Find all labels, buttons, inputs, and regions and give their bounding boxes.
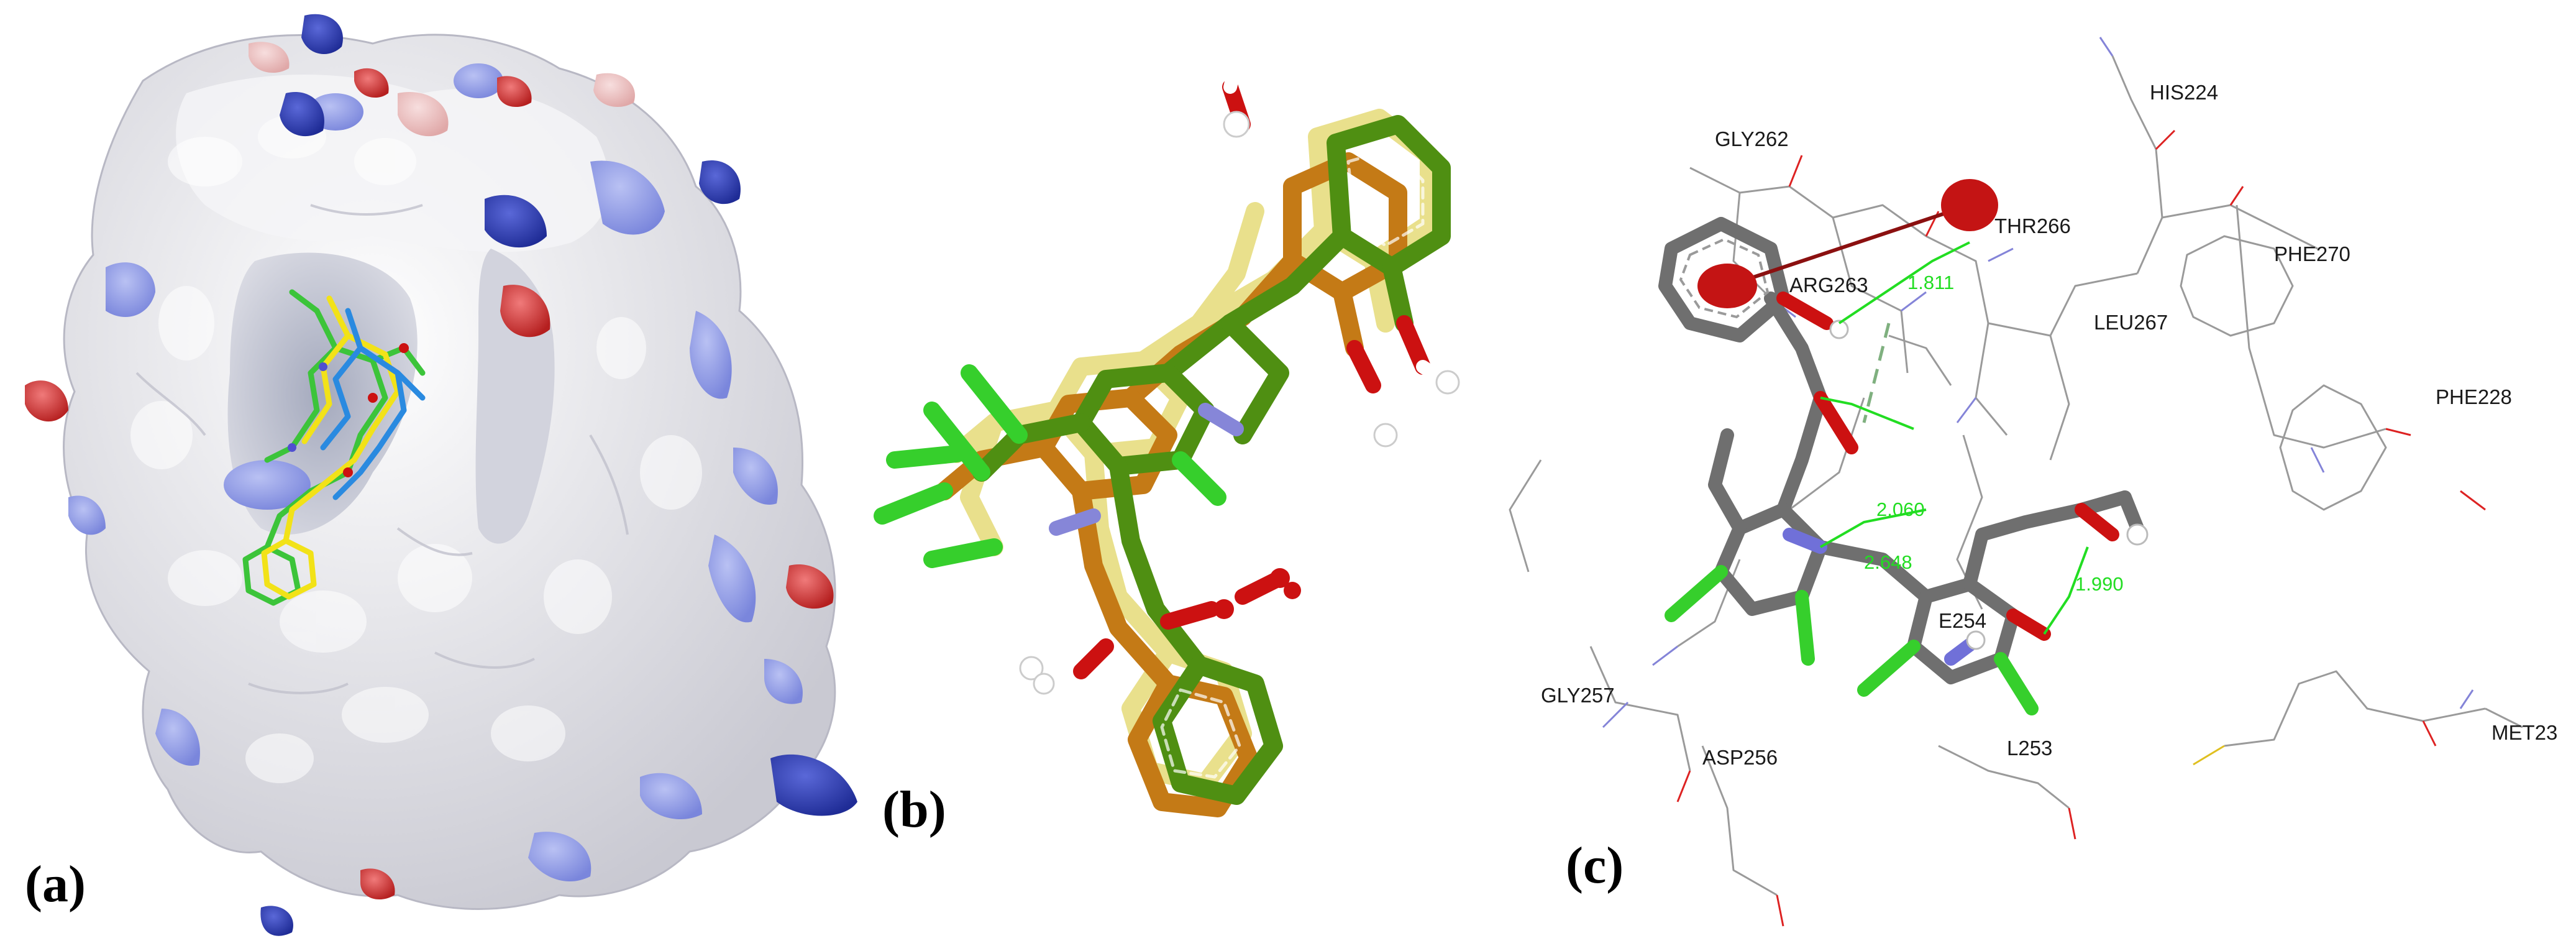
panel-c-interactions: GLY262 HIS224 THR266 ARG263 PHE270 LEU26… (1509, 37, 2557, 927)
panel-b-superposition (874, 55, 1460, 817)
panel-c-residue-wires (1509, 55, 2523, 896)
distance-label-4: 1.990 (2075, 573, 2124, 595)
panel-a-surface (25, 14, 857, 936)
residue-label-leu267: LEU267 (2094, 311, 2168, 334)
residue-label-thr266: THR266 (1994, 214, 2071, 237)
panel-label-c: (c) (1566, 837, 1624, 894)
distance-label-3: 2.648 (1864, 551, 1912, 573)
residue-label-phe228: PHE228 (2436, 385, 2512, 408)
panel-c-pi-interaction (1697, 179, 1998, 308)
distance-label-1: 1.811 (1907, 272, 1954, 293)
panel-a-ligand-atoms (288, 343, 409, 477)
panel-c-distance-labels: 1.811 2.060 2.648 1.990 (1864, 272, 2124, 595)
residue-label-arg263: ARG263 (1789, 273, 1868, 296)
residue-label-asp256: ASP256 (1702, 746, 1778, 769)
distance-label-2: 2.060 (1876, 498, 1925, 520)
residue-label-his224: HIS224 (2150, 81, 2218, 104)
panel-c-hbonds (1820, 241, 2089, 635)
panel-a-ligand-green (242, 289, 426, 606)
residue-label-phe270: PHE270 (2274, 242, 2350, 265)
residue-label-met23: MET23 (2492, 721, 2557, 744)
panel-label-b: (b) (882, 781, 946, 838)
residue-label-gly262: GLY262 (1715, 127, 1789, 150)
residue-label-l253: L253 (2007, 737, 2052, 760)
panel-a-ligand-blue (320, 308, 426, 500)
residue-label-e254: E254 (1939, 609, 1986, 632)
panel-label-a: (a) (25, 855, 86, 913)
residue-label-gly257: GLY257 (1541, 684, 1615, 707)
panel-c-residue-labels: GLY262 HIS224 THR266 ARG263 PHE270 LEU26… (1541, 81, 2557, 769)
